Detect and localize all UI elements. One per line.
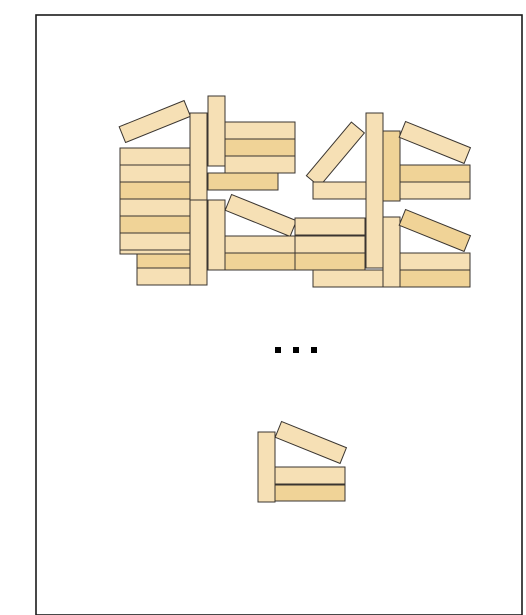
plank xyxy=(120,165,190,182)
ellipsis-dot xyxy=(311,347,317,353)
plank xyxy=(120,148,190,165)
plank xyxy=(225,253,295,270)
plank xyxy=(295,253,365,270)
plank xyxy=(400,182,470,199)
plank xyxy=(400,253,470,270)
plank xyxy=(120,199,190,216)
plank xyxy=(120,233,190,250)
plank xyxy=(313,270,383,287)
plank xyxy=(383,131,400,201)
plank xyxy=(120,216,190,233)
plank xyxy=(225,139,295,156)
plank xyxy=(190,200,207,285)
ellipsis-dot xyxy=(275,347,281,353)
plank xyxy=(120,182,190,199)
plank xyxy=(275,484,345,501)
plank xyxy=(208,200,225,270)
plank xyxy=(400,270,470,287)
diagram-frame xyxy=(36,15,522,615)
plank xyxy=(275,467,345,484)
plank xyxy=(366,113,383,268)
plank xyxy=(208,96,225,166)
plank xyxy=(258,432,275,502)
plank xyxy=(225,156,295,173)
plank xyxy=(225,122,295,139)
plank xyxy=(295,218,365,235)
plank xyxy=(120,250,190,254)
plank xyxy=(383,217,400,287)
plank xyxy=(275,484,345,485)
ellipsis-dot xyxy=(293,347,299,353)
plank xyxy=(400,165,470,182)
plank xyxy=(208,173,278,190)
plank xyxy=(295,236,365,253)
plank xyxy=(225,236,295,253)
